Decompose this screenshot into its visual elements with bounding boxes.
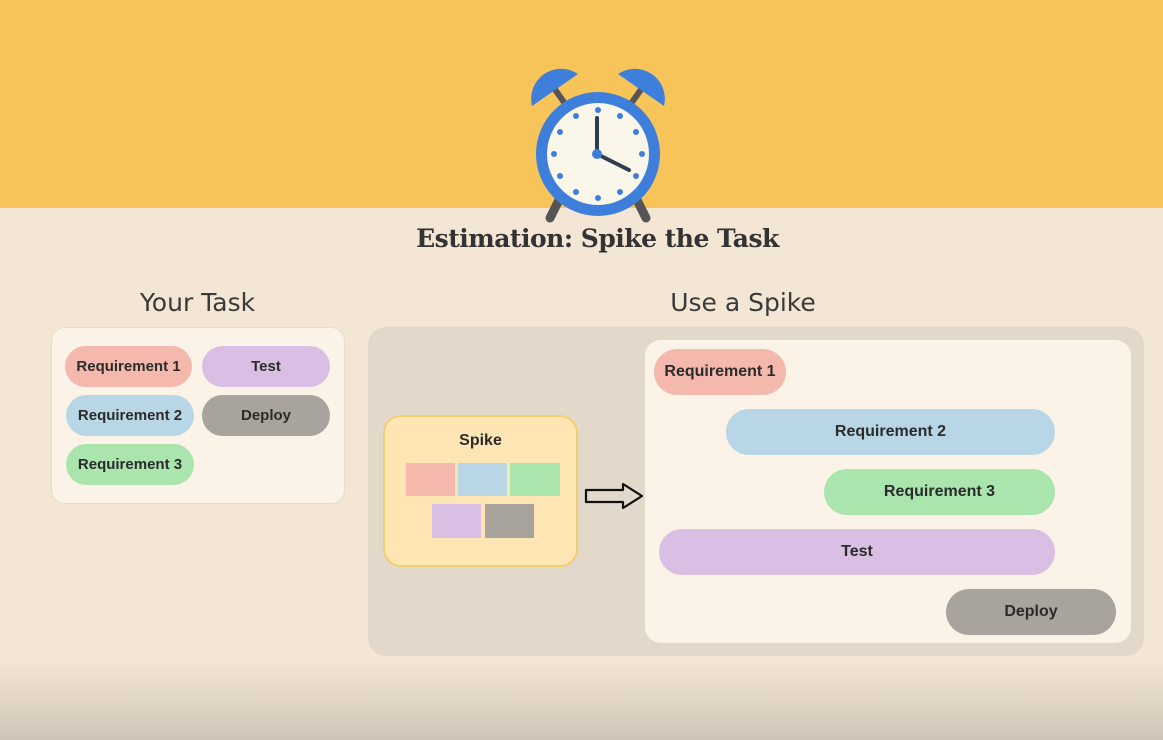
your-task-heading: Your Task: [139, 288, 256, 317]
page-title: Estimation: Spike the Task: [416, 224, 779, 253]
spike-square-requirement-2: [458, 463, 507, 496]
spike-square-test: [432, 504, 481, 538]
spike-label: Spike: [459, 432, 502, 449]
task-requirement-3: Requirement 3: [66, 444, 194, 485]
plan-requirement-2: Requirement 2: [726, 409, 1055, 455]
spike-square-deploy: [485, 504, 534, 538]
spike-square-requirement-1: [406, 463, 455, 496]
right-arrow-icon: [584, 482, 644, 510]
task-deploy: Deploy: [202, 395, 330, 436]
bottom-shadow: [0, 660, 1163, 740]
plan-test: Test: [659, 529, 1055, 575]
task-requirement-2: Requirement 2: [66, 395, 194, 436]
plan-requirement-1: Requirement 1: [654, 349, 786, 395]
plan-deploy: Deploy: [946, 589, 1116, 635]
alarm-clock-icon: [531, 68, 665, 223]
use-spike-heading: Use a Spike: [670, 288, 816, 317]
task-test: Test: [202, 346, 330, 387]
plan-requirement-3: Requirement 3: [824, 469, 1055, 515]
task-requirement-1: Requirement 1: [65, 346, 192, 387]
spike-square-requirement-3: [510, 463, 560, 496]
